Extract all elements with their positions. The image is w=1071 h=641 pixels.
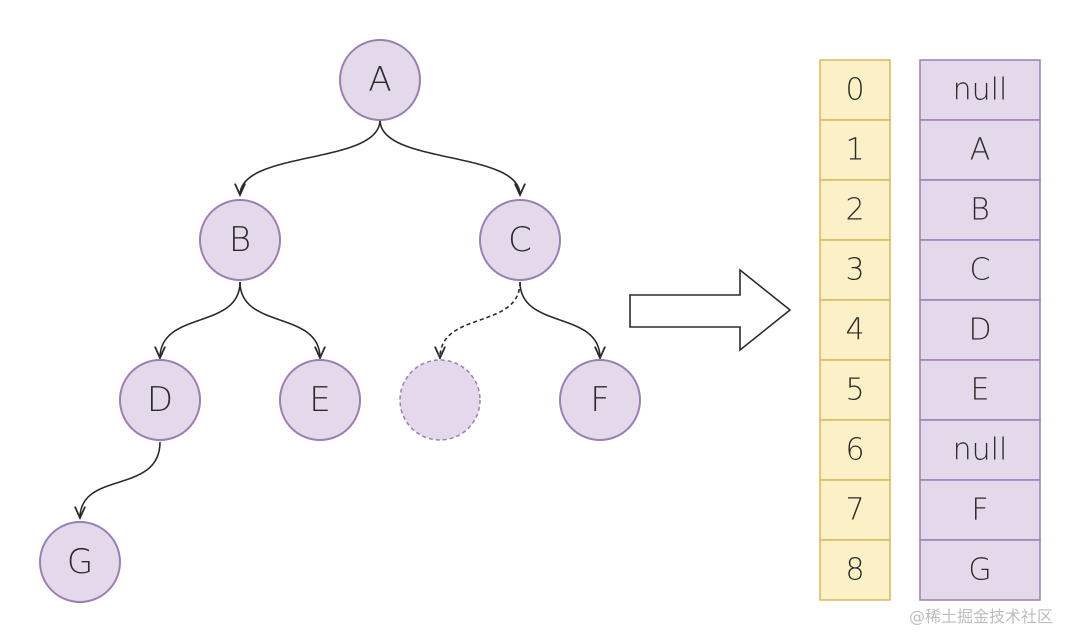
- index-cell: [819, 59, 891, 121]
- index-label: 8: [845, 553, 864, 588]
- tree-node-label: C: [508, 220, 532, 260]
- index-label: 5: [845, 373, 864, 408]
- tree-node-label: A: [368, 60, 391, 100]
- value-label: null: [953, 73, 1008, 108]
- value-cell: [919, 359, 1041, 421]
- value-cell: [919, 239, 1041, 301]
- value-label: null: [953, 433, 1008, 468]
- edge-d-g: [80, 441, 161, 518]
- transform-arrow-icon: [629, 268, 792, 352]
- array-table: 0 null 1 A 2 B 3 C 4 D 5 E 6 null 7 F 8 G: [819, 59, 1041, 601]
- tree-node-f: F: [559, 359, 641, 441]
- edge-a-b: [240, 119, 381, 195]
- tree-node-label: B: [229, 220, 251, 260]
- watermark: @稀土掘金技术社区: [908, 607, 1053, 626]
- tree-node-empty: [399, 359, 481, 441]
- value-cell: [919, 419, 1041, 481]
- tree-node-label: G: [67, 542, 93, 582]
- value-cell: [919, 59, 1041, 121]
- tree-edges: [80, 119, 600, 518]
- index-label: 7: [845, 493, 864, 528]
- tree-node-label: F: [590, 380, 610, 420]
- value-cell: [919, 479, 1041, 541]
- edge-c-empty: [440, 281, 521, 358]
- index-label: 0: [845, 73, 864, 108]
- tree-node-label: E: [309, 380, 330, 420]
- value-label: B: [970, 193, 990, 228]
- index-cell: [819, 539, 891, 601]
- edge-c-f: [519, 281, 600, 358]
- index-label: 6: [845, 433, 864, 468]
- index-label: 2: [845, 193, 864, 228]
- tree-node-a: A: [339, 39, 421, 121]
- value-cell: [919, 119, 1041, 181]
- value-label: D: [968, 313, 991, 348]
- value-label: E: [971, 373, 990, 408]
- index-label: 3: [845, 253, 864, 288]
- index-label: 4: [845, 313, 864, 348]
- index-label: 1: [845, 133, 864, 168]
- tree-node-e: E: [279, 359, 361, 441]
- value-cell: [919, 539, 1041, 601]
- edge-b-e: [239, 281, 320, 358]
- tree-node-d: D: [119, 359, 201, 441]
- value-label: F: [971, 493, 988, 528]
- edge-a-c: [379, 119, 520, 195]
- index-cell: [819, 119, 891, 181]
- index-cell: [819, 239, 891, 301]
- value-label: G: [968, 553, 991, 588]
- index-cell: [819, 479, 891, 541]
- tree-node-c: C: [479, 199, 561, 281]
- edge-b-d: [160, 281, 241, 358]
- index-cell: [819, 359, 891, 421]
- value-label: C: [970, 253, 991, 288]
- index-cell: [819, 419, 891, 481]
- index-cell: [819, 179, 891, 241]
- tree-node-label: D: [147, 380, 173, 420]
- value-label: A: [970, 133, 991, 168]
- tree-node-b: B: [199, 199, 281, 281]
- tree-node-g: G: [39, 521, 121, 603]
